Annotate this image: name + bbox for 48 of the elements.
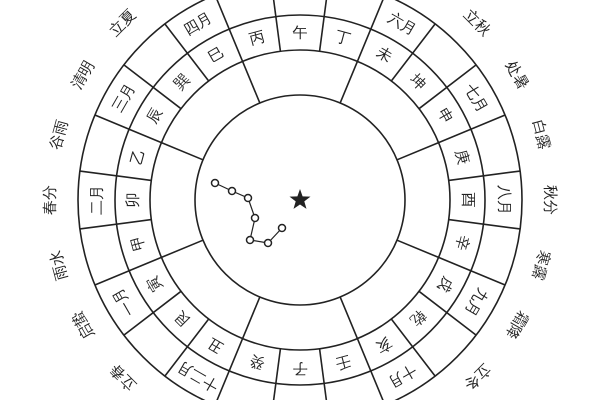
- stem-branch-label: 坤: [407, 70, 430, 93]
- stem-branch-label: 丁: [334, 28, 353, 48]
- stem-branch-label: 丑: [206, 334, 227, 356]
- month-label: 三月: [108, 81, 139, 116]
- stem-branch-label: 申: [434, 106, 456, 127]
- stem-branch-label: 巳: [206, 44, 227, 66]
- solar-term-label: 立冬: [460, 360, 494, 394]
- solar-term-label: 白露: [529, 118, 554, 152]
- stem-branch-label: 酉: [459, 192, 476, 208]
- solar-term-label: 春分: [42, 185, 58, 215]
- solar-term-label: 清明: [68, 58, 98, 92]
- stem-branch-label: 辛: [452, 234, 472, 253]
- solar-term-label: 立秋: [460, 6, 494, 40]
- month-label: 十二月: [174, 358, 222, 395]
- stem-branch-label: 未: [373, 44, 394, 66]
- month-label: 七月: [461, 81, 492, 116]
- stem-branch-label: 巽: [170, 70, 193, 93]
- stem-branch-label: 寅: [144, 273, 166, 294]
- stem-branch-label: 午: [292, 24, 308, 41]
- stem-branch-label: 戌: [434, 273, 456, 294]
- solar-term-label: 立夏: [106, 6, 140, 40]
- stem-branch-label: 壬: [334, 352, 353, 372]
- stem-branch-label: 丙: [247, 28, 266, 48]
- stem-branch-label: 甲: [128, 234, 148, 253]
- solar-term-label: 处暑: [502, 58, 532, 92]
- month-label: 六月: [384, 8, 419, 39]
- solar-term-label: 秋分: [542, 185, 558, 215]
- month-label: 二月: [88, 185, 105, 215]
- solar-term-label: 雨水: [46, 248, 71, 282]
- solar-term-label: 霜降: [502, 308, 532, 342]
- month-label: 九月: [461, 284, 492, 319]
- month-label: 八月: [495, 185, 512, 215]
- stem-branch-label: 乙: [128, 147, 148, 166]
- month-label: 十月: [384, 361, 419, 392]
- month-label: 四月: [181, 8, 216, 39]
- month-label: 一月: [108, 284, 139, 319]
- solar-term-label: 立春: [106, 360, 140, 394]
- stem-branch-label: 辰: [144, 106, 166, 127]
- solar-term-label: 启蛰: [68, 308, 98, 342]
- stem-branch-label: 癸: [247, 352, 266, 372]
- stem-branch-label: 庚: [452, 147, 472, 166]
- stem-branch-label: 卯: [124, 192, 141, 208]
- stem-branch-label: 子: [292, 359, 308, 376]
- stem-branch-label: 亥: [373, 334, 394, 356]
- stem-branch-label: 乾: [407, 307, 430, 330]
- solar-term-label: 谷雨: [46, 118, 71, 152]
- solar-term-label: 寒露: [529, 248, 554, 282]
- stem-branch-label: 艮: [170, 307, 193, 330]
